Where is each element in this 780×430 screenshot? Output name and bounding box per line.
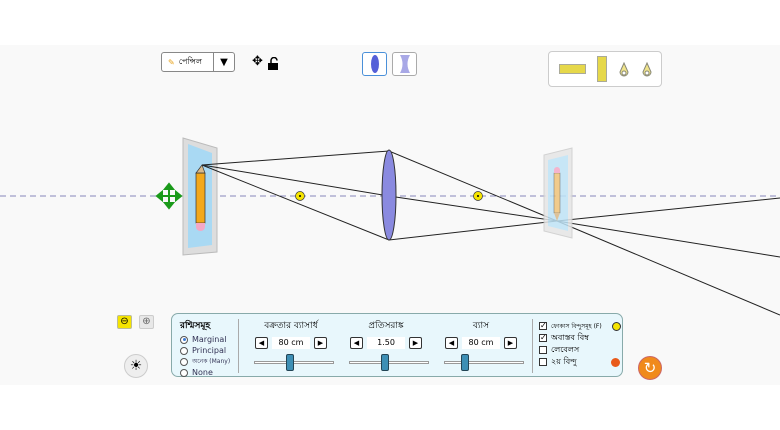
object-frame[interactable] (182, 137, 218, 256)
increment-button[interactable]: ▶ (409, 337, 422, 349)
object-selector-dropdown[interactable]: ✎পেন্সিল ▼ (161, 52, 235, 72)
light-rays (201, 150, 780, 316)
unlock-icon[interactable] (268, 55, 279, 70)
convex-lens-icon (370, 55, 379, 73)
options-checkboxes: ✓ফোকাস বিন্দুসমূহ (F) ✓অবাস্তব বিম্ব লেব… (539, 320, 621, 368)
increment-button[interactable]: ▶ (504, 337, 517, 349)
control-label: ব্যাস (472, 321, 490, 331)
rays-radio-group: রশ্মিসমূহ Marginal Principal অনেক (Many)… (180, 318, 230, 378)
radio-principal[interactable]: Principal (180, 345, 230, 356)
diameter-slider[interactable] (436, 354, 526, 371)
chevron-down-icon: ▼ (220, 56, 228, 68)
light-source-1-icon[interactable] (619, 61, 629, 82)
refractive-index-control: প্রতিসরাঙ্ক ◀ 1.50 ▶ (341, 318, 431, 371)
decrement-button[interactable]: ◀ (350, 337, 363, 349)
slider-thumb[interactable] (461, 354, 469, 371)
concave-lens-button[interactable] (392, 52, 417, 76)
pencil-object-icon (195, 172, 206, 224)
focal-point-left[interactable] (295, 191, 305, 201)
refractive-index-slider[interactable] (341, 354, 431, 371)
pencil-icon: ✎ (168, 57, 175, 67)
control-label: প্রতিসরাঙ্ক (368, 321, 404, 331)
decrement-button[interactable]: ◀ (255, 337, 268, 349)
checkbox-label: ২য় বিন্দু (551, 356, 577, 366)
radio-label: None (192, 368, 213, 377)
slider-thumb[interactable] (286, 354, 294, 371)
reset-button[interactable]: ↻ (638, 356, 662, 380)
reset-icon: ↻ (643, 359, 657, 377)
focal-point-icon (611, 321, 621, 331)
value-field[interactable]: 80 cm (462, 337, 500, 349)
radius-slider[interactable] (246, 354, 336, 371)
checkbox-label: লেবেলস (551, 344, 580, 354)
checkbox-virtual-image[interactable]: ✓অবাস্তব বিম্ব (539, 332, 621, 344)
move-object-handle[interactable] (155, 182, 183, 210)
control-label: বক্রতার ব্যাসার্ধ (264, 321, 318, 331)
light-toggle-button[interactable]: ☀ (124, 354, 148, 378)
pencil-image-icon (553, 172, 561, 214)
radio-label: অনেক (Many) (192, 358, 231, 365)
value-field[interactable]: 1.50 (367, 337, 405, 349)
checkbox-labels[interactable]: লেবেলস (539, 344, 621, 356)
control-panel: রশ্মিসমূহ Marginal Principal অনেক (Many)… (171, 313, 623, 377)
radius-of-curvature-control: বক্রতার ব্যাসার্ধ ◀ 80 cm ▶ (246, 318, 336, 371)
convex-lens-button[interactable] (362, 52, 387, 76)
zoom-in-icon: ⊕ (142, 316, 151, 327)
zoom-out-icon: ⊖ (120, 316, 129, 327)
light-source-2-icon[interactable] (642, 61, 652, 82)
focal-point-right[interactable] (473, 191, 483, 201)
object-label: পেন্সিল (178, 56, 202, 66)
sun-icon: ☀ (129, 358, 143, 374)
vertical-ruler-tool[interactable] (597, 56, 607, 82)
checkbox-focal-points[interactable]: ✓ফোকাস বিন্দুসমূহ (F) (539, 320, 621, 332)
convex-lens[interactable] (381, 149, 397, 241)
second-point-icon (610, 357, 620, 367)
checkbox-second-point[interactable]: ২য় বিন্দু (539, 356, 621, 368)
tools-box (548, 51, 662, 87)
radio-many[interactable]: অনেক (Many) (180, 356, 230, 367)
concave-lens-icon (399, 55, 410, 73)
radio-label: Marginal (192, 335, 227, 344)
rays-title: রশ্মিসমূহ (180, 321, 211, 331)
optics-canvas[interactable]: ✎পেন্সিল ▼ ✥ ⊖ ⊕ ☀ রশ্মিসমূহ Marginal Pr… (0, 45, 780, 385)
move-icon[interactable]: ✥ (252, 54, 263, 69)
optical-bench (0, 137, 780, 316)
horizontal-ruler-tool[interactable] (559, 64, 586, 74)
diameter-control: ব্যাস ◀ 80 cm ▶ (436, 318, 526, 371)
zoom-out-button[interactable]: ⊖ (117, 315, 132, 329)
checkbox-label: ফোকাস বিন্দুসমূহ (F) (551, 322, 602, 330)
radio-marginal[interactable]: Marginal (180, 334, 230, 345)
value-field[interactable]: 80 cm (272, 337, 310, 349)
image-frame (543, 147, 573, 239)
radio-label: Principal (192, 346, 227, 355)
checkbox-label: অবাস্তব বিম্ব (551, 332, 589, 342)
decrement-button[interactable]: ◀ (445, 337, 458, 349)
zoom-in-button[interactable]: ⊕ (139, 315, 154, 329)
radio-none[interactable]: None (180, 367, 230, 378)
increment-button[interactable]: ▶ (314, 337, 327, 349)
slider-thumb[interactable] (381, 354, 389, 371)
